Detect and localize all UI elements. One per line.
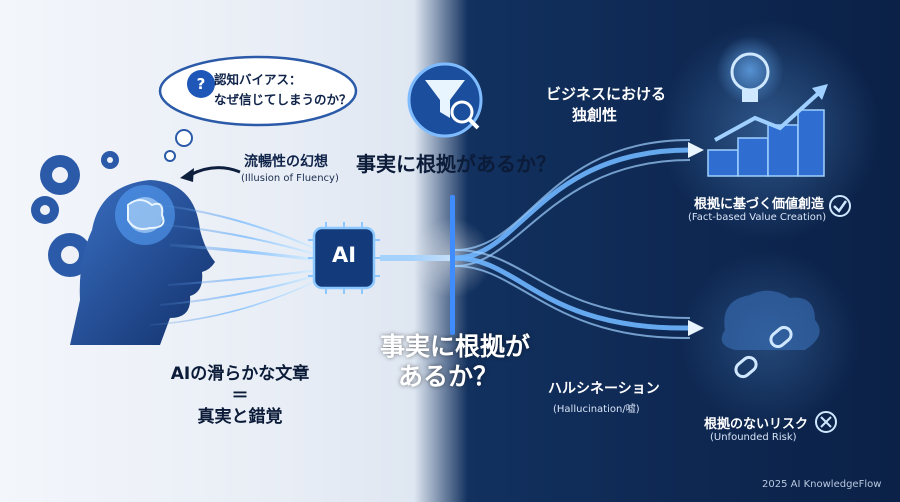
center-question-top: 事実に根拠があるか？	[356, 152, 556, 176]
hallucination-subtitle: (Hallucination/嘘)	[553, 404, 640, 415]
left-caption-line-1: AIの滑らかな文章	[170, 364, 310, 384]
fluency-title: 流暢性の幻想	[244, 154, 328, 170]
left-caption-line-2: ＝	[231, 386, 249, 406]
gear-icon	[31, 151, 119, 277]
growth-chart-icon	[707, 84, 828, 177]
fact-value-subtitle: (Fact-based Value Creation)	[688, 212, 827, 223]
fact-value-title: 根拠に基づく価値創造	[694, 197, 825, 212]
question-icon	[187, 70, 215, 98]
business-line-1: ビジネスにおける	[546, 85, 667, 103]
question-mark: ?	[196, 75, 206, 93]
filter-search-icon	[407, 62, 483, 138]
ai-chip-label: AI	[331, 243, 357, 267]
bubble-line-1: 認知バイアス：	[214, 72, 302, 87]
center-question-line-1: 事実に根拠が	[380, 332, 531, 361]
hallucination-title: ハルシネーション	[548, 381, 660, 397]
fluency-subtitle: (Illusion of Fluency)	[241, 173, 339, 184]
check-icon	[829, 195, 851, 217]
bubble-line-2: なぜ信じてしまうのか？	[214, 92, 352, 107]
ai-chip-icon	[308, 222, 380, 294]
center-question-line-2: あるか？	[398, 362, 499, 391]
business-line-2: 独創性	[572, 106, 618, 124]
lightbulb-icon	[716, 36, 784, 104]
risk-subtitle: (Unfounded Risk)	[710, 432, 797, 443]
broken-chain-icon	[721, 290, 820, 379]
risk-title: 根拠のないリスク	[704, 417, 809, 432]
copyright: 2025 AI KnowledgeFlow	[762, 479, 882, 490]
close-icon	[815, 411, 837, 433]
left-caption-line-3: 真実と錯覚	[197, 407, 283, 427]
thought-bubble-icon	[158, 55, 358, 162]
